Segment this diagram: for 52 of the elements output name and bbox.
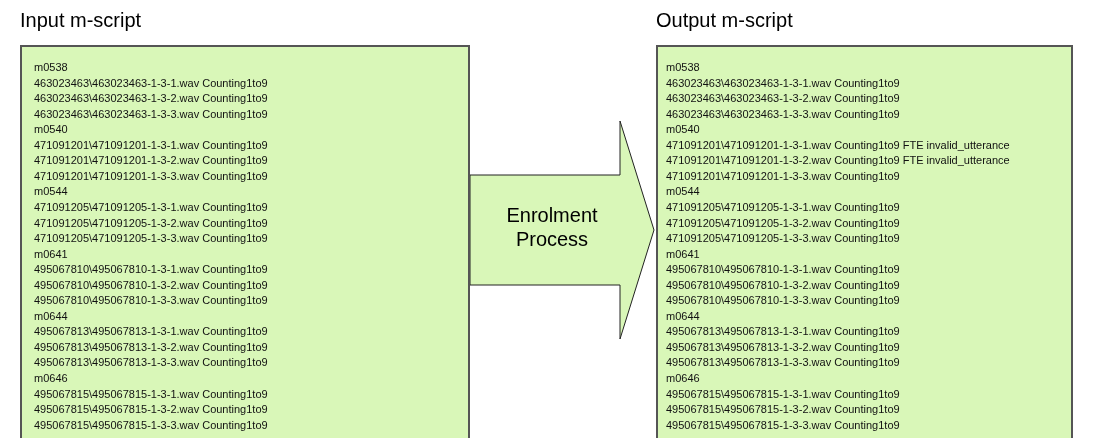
script-line: 495067810\495067810-1-3-3.wav Counting1to9 (666, 294, 900, 308)
edge-label: Enrolment Process (505, 203, 599, 251)
script-line: m0641 (34, 247, 68, 261)
script-line: m0644 (34, 309, 68, 323)
script-line: 463023463\463023463-1-3-1.wav Counting1to9 (34, 76, 268, 90)
script-line: m0540 (34, 123, 68, 137)
script-line: 471091201\471091201-1-3-3.wav Counting1to9 (666, 169, 900, 183)
script-line: 495067813\495067813-1-3-3.wav Counting1to9 (666, 356, 900, 370)
panel-heading: Input m-script (20, 8, 142, 32)
script-line: 463023463\463023463-1-3-2.wav Counting1to9 (34, 92, 268, 106)
script-line: 495067810\495067810-1-3-1.wav Counting1to9 (34, 263, 268, 277)
script-line: m0644 (666, 309, 700, 323)
script-line: 471091205\471091205-1-3-3.wav Counting1to9 (34, 232, 268, 246)
script-line: 471091201\471091201-1-3-2.wav Counting1to9 (34, 154, 268, 168)
script-line: 495067815\495067815-1-3-3.wav Counting1to9 (34, 418, 268, 432)
script-line: 495067815\495067815-1-3-2.wav Counting1to9 (34, 403, 268, 417)
script-line: 463023463\463023463-1-3-1.wav Counting1to9 (666, 76, 900, 90)
script-line: 463023463\463023463-1-3-3.wav Counting1to9 (34, 107, 268, 121)
panel-heading: Output m-script (656, 8, 793, 32)
script-line: 495067810\495067810-1-3-1.wav Counting1to9 (666, 263, 900, 277)
block-arrow (469, 120, 655, 340)
script-line: 471091201\471091201-1-3-1.wav Counting1to9 (34, 138, 268, 152)
script-line: 495067810\495067810-1-3-3.wav Counting1to9 (34, 294, 268, 308)
script-line: 471091205\471091205-1-3-1.wav Counting1to9 (666, 200, 900, 214)
script-line: 495067813\495067813-1-3-3.wav Counting1to9 (34, 356, 268, 370)
script-line: 463023463\463023463-1-3-3.wav Counting1to9 (666, 107, 900, 121)
script-line: 495067815\495067815-1-3-2.wav Counting1to9 (666, 403, 900, 417)
script-line: 471091205\471091205-1-3-1.wav Counting1to9 (34, 200, 268, 214)
script-line: 471091205\471091205-1-3-2.wav Counting1to9 (34, 216, 268, 230)
script-line: m0646 (34, 372, 68, 385)
script-line: 471091201\471091201-1-3-3.wav Counting1to9 (34, 169, 268, 183)
script-line: 471091201\471091201-1-3-1.wav Counting1to9 FTE invalid_utterance (666, 138, 1010, 152)
script-line: 495067813\495067813-1-3-1.wav Counting1to9 (666, 325, 900, 339)
script-line: 471091205\471091205-1-3-3.wav Counting1to9 (666, 232, 900, 246)
script-line: m0538 (666, 61, 700, 74)
script-line: 495067813\495067813-1-3-2.wav Counting1to9 (666, 340, 900, 354)
script-line: 495067810\495067810-1-3-2.wav Counting1to9 (34, 278, 268, 292)
script-line: 495067810\495067810-1-3-2.wav Counting1to9 (666, 278, 900, 292)
script-line: 495067813\495067813-1-3-2.wav Counting1to9 (34, 340, 268, 354)
script-line: 463023463\463023463-1-3-2.wav Counting1to9 (666, 92, 900, 106)
script-line: m0641 (666, 247, 700, 261)
script-line: 495067815\495067815-1-3-1.wav Counting1to9 (34, 387, 268, 401)
script-line: 495067813\495067813-1-3-1.wav Counting1to9 (34, 325, 268, 339)
script-line: 471091201\471091201-1-3-2.wav Counting1to9 FTE invalid_utterance (666, 154, 1010, 168)
script-line: 471091205\471091205-1-3-2.wav Counting1to9 (666, 216, 900, 230)
script-line: m0540 (666, 123, 700, 137)
script-line: 495067815\495067815-1-3-3.wav Counting1to9 (666, 418, 900, 432)
script-line: m0646 (666, 372, 700, 385)
script-line: m0544 (34, 185, 68, 199)
script-line: m0544 (666, 185, 700, 199)
script-line: 495067815\495067815-1-3-1.wav Counting1to9 (666, 387, 900, 401)
script-line: m0538 (34, 61, 68, 74)
